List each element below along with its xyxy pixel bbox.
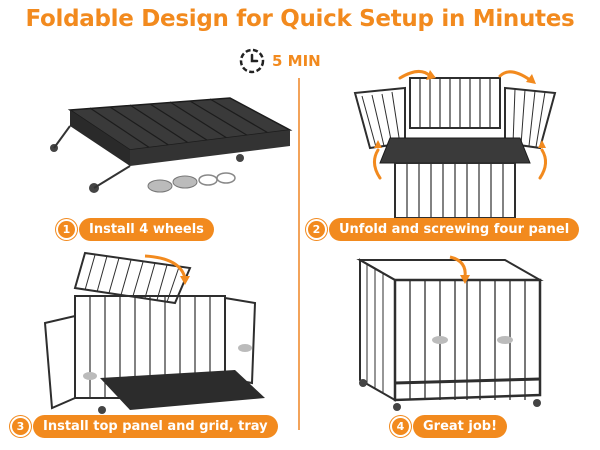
- folded-cage-image: [50, 97, 293, 193]
- step-2: 2 Unfold and screwing four panel: [308, 218, 580, 241]
- step-4: 4 Great job!: [392, 415, 508, 438]
- page-title: Foldable Design for Quick Setup in Minut…: [25, 6, 575, 32]
- clock-icon: [239, 48, 265, 74]
- step-label: Install 4 wheels: [79, 218, 214, 241]
- step-number: 3: [12, 418, 29, 435]
- step-label: Great job!: [413, 415, 508, 438]
- step-number: 2: [308, 221, 325, 238]
- assembled-cage-image: [356, 255, 544, 411]
- step-1: 1 Install 4 wheels: [58, 218, 214, 241]
- installing-top-panel-image: [43, 251, 265, 414]
- timer-text: 5 MIN: [272, 52, 321, 70]
- step-number: 4: [392, 418, 409, 435]
- step-label: Install top panel and grid, tray: [33, 415, 278, 438]
- timer-badge: 5 MIN: [238, 46, 321, 76]
- step-number: 1: [58, 221, 75, 238]
- unfolding-cage-image: [353, 70, 557, 219]
- step-3: 3 Install top panel and grid, tray: [12, 415, 278, 438]
- step-label: Unfold and screwing four panel: [329, 218, 580, 241]
- center-divider: [298, 78, 300, 430]
